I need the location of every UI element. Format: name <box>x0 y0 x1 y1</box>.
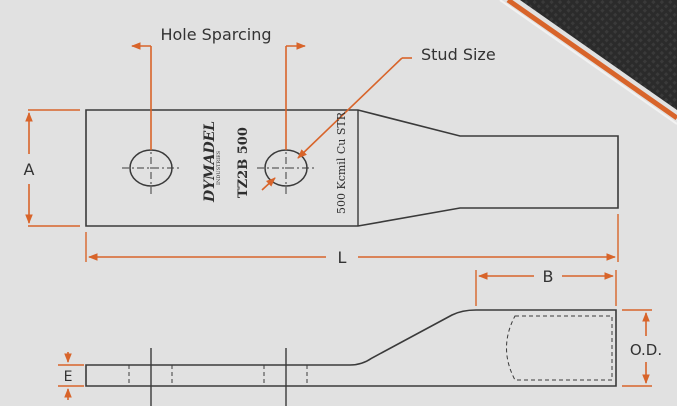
corner-decoration <box>499 0 677 125</box>
conductor-text: 500 Kcmil Cu STR <box>335 111 348 214</box>
dim-od-label: O.D. <box>630 341 662 359</box>
lug-side-view <box>85 309 617 406</box>
brand-logo-text: DYMADEL <box>202 121 218 203</box>
part-markings: DYMADEL INDUSTRIES TZ2B 500 500 Kcmil Cu… <box>202 111 348 214</box>
dim-e-label: E <box>64 369 73 385</box>
lug-top-view <box>85 109 619 227</box>
dim-e <box>58 352 84 400</box>
dim-od <box>622 309 652 387</box>
hole-spacing-dimension <box>131 42 306 150</box>
dim-l <box>85 214 619 262</box>
dim-a <box>25 109 80 227</box>
hole-spacing-label: Hole Sparcing <box>160 25 271 44</box>
stud-size-leader <box>261 57 412 191</box>
brand-sub-text: INDUSTRIES <box>216 150 222 185</box>
model-text: TZ2B 500 <box>236 127 251 198</box>
dim-b-label: B <box>543 267 554 286</box>
dim-b <box>475 270 617 306</box>
stud-size-label: Stud Size <box>421 45 496 64</box>
dim-a-label: A <box>24 160 35 179</box>
dim-l-label: L <box>338 248 347 267</box>
